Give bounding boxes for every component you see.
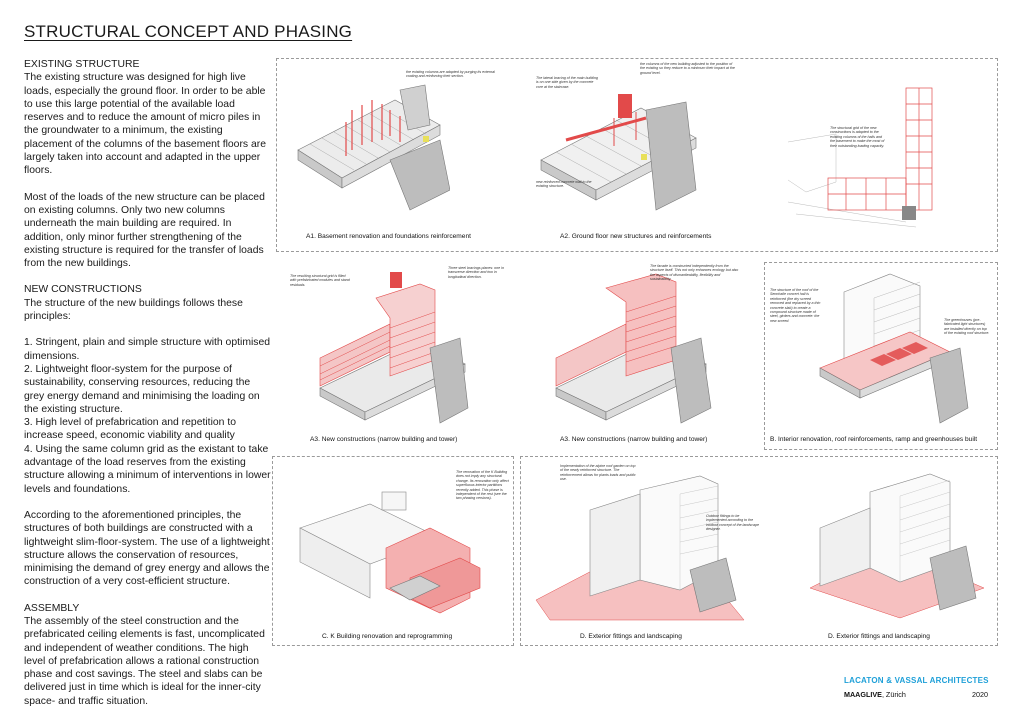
caption-b: B. Interior renovation, roof reinforceme… [770,436,978,443]
note-plan: The structural grid of the new construct… [830,126,885,148]
assembly-heading: ASSEMBLY [24,602,80,614]
new-section: NEW CONSTRUCTIONS The structure of the n… [24,283,272,323]
assembly-section: ASSEMBLY The assembly of the steel const… [24,602,272,708]
drawing-d2 [809,473,985,619]
note-d1-right: Outdoor fittings to be implemented accor… [706,514,759,532]
note-a3a-right: Three steel bracings planes: one in tran… [448,266,504,279]
caption-a3-left: A3. New constructions (narrow building a… [310,436,458,443]
caption-a2: A2. Ground floor new structures and rein… [560,233,712,240]
note-a2-left: The lateral bracing of the main building… [536,76,598,89]
drawing-a1 [297,84,450,211]
drawing-a3-right [555,273,712,424]
drawing-d1 [535,475,745,621]
drawing-a3-left [319,272,469,424]
page-title: STRUCTURAL CONCEPT AND PHASING [24,22,353,41]
text-column: EXISTING STRUCTURE The existing structur… [24,58,272,721]
note-a3b: The facade is constructed independently … [650,264,739,282]
note-a3a-left: The resulting structural grid is filled … [290,274,350,287]
note-a2-top: the columns of the new building adjusted… [640,62,735,75]
new-principles: 1. Stringent, plain and simple structure… [24,336,272,496]
note-c: The renovation of the K Building does no… [456,470,509,501]
principle-2: 2. Lightweight floor-system for the purp… [24,363,260,415]
note-b-right: The greenhouses (pre-fabricated light st… [944,318,990,336]
note-d1-top: Implementation of the alpine roof garden… [560,464,636,482]
drawing-a2 [540,94,697,211]
caption-a1: A1. Basement renovation and foundations … [306,233,471,240]
panel-c [272,456,514,646]
note-a2-bottom: new reinforced concrete wall to the exis… [536,180,592,189]
caption-d1: D. Exterior fittings and landscaping [580,633,682,640]
existing-paragraph-2: Most of the loads of the new structure c… [24,191,265,270]
caption-c: C. K Building renovation and reprogrammi… [322,633,453,640]
principle-4: 4. Using the same column grid as the exi… [24,443,271,495]
existing-paragraph-1: The existing structure was designed for … [24,72,267,177]
new-heading: NEW CONSTRUCTIONS [24,284,142,296]
existing-section: EXISTING STRUCTURE The existing structur… [24,58,272,178]
drawing-plan [787,87,933,228]
drawing-b [819,273,969,424]
project-city: , Zürich [881,690,906,699]
studio-name: LACATON & VASSAL ARCHITECTES [844,676,989,685]
project-year: 2020 [972,690,988,699]
principle-1: 1. Stringent, plain and simple structure… [24,337,271,362]
panel-a [276,58,998,252]
project-name: MAAGLIVE, Zürich [844,690,906,699]
note-b-left: The structure of the roof of the Sennhal… [770,288,821,323]
drawing-c [299,491,481,614]
principle-3: 3. High level of prefabrication and repe… [24,417,236,442]
panel-b [764,262,998,450]
new-paragraph-2: According to the aforementioned principl… [24,509,270,588]
panel-d [520,456,998,646]
caption-d2: D. Exterior fittings and landscaping [828,633,930,640]
existing-heading: EXISTING STRUCTURE [24,59,140,70]
new-intro: The structure of the new buildings follo… [24,297,243,323]
assembly-paragraph: The assembly of the steel construction a… [24,615,265,707]
note-a1: the existing columns are adapted by purg… [406,70,495,79]
caption-a3-right: A3. New constructions (narrow building a… [560,436,708,443]
project-title: MAAGLIVE [844,690,882,699]
